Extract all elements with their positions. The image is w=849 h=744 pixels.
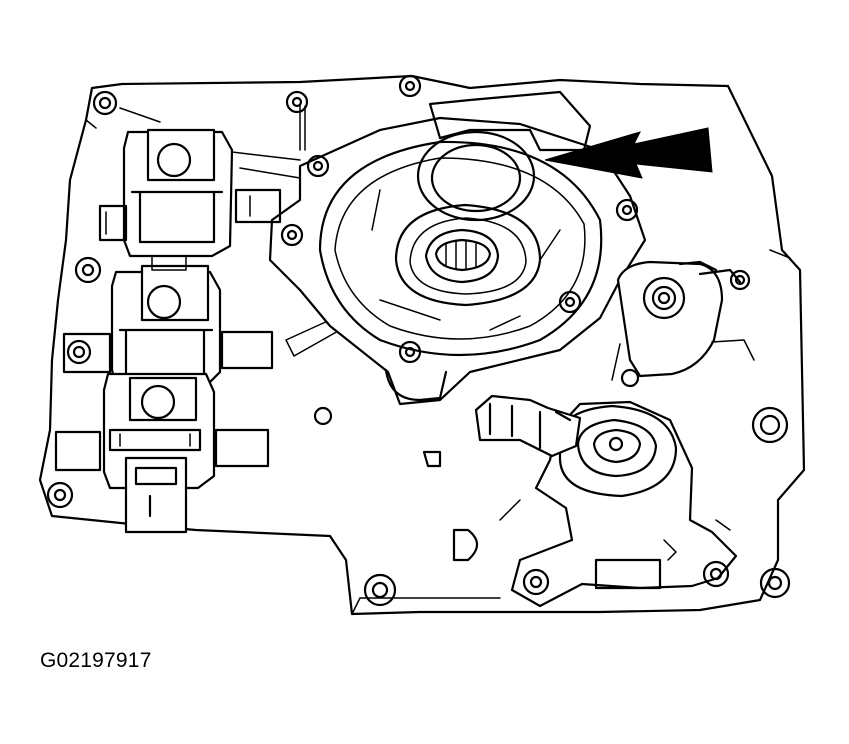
bolt-hole [363, 573, 397, 607]
bolt-hole [751, 406, 789, 444]
seal-ring [416, 130, 536, 222]
solenoid-lower [54, 372, 270, 534]
bolt-hole [92, 90, 118, 116]
solenoid-right [611, 260, 755, 388]
bolt-hole [66, 339, 92, 365]
arrow-icon [544, 127, 713, 179]
bolt-hole [313, 406, 333, 426]
bolt-hole [398, 74, 422, 98]
connector [474, 394, 582, 458]
pressure-solenoid [474, 394, 738, 608]
bolt-hole [74, 256, 102, 284]
d-shaped-port [452, 528, 479, 562]
figure-code: G02197917 [40, 649, 152, 672]
bolt-hole [46, 481, 74, 509]
bolt-hole [729, 269, 751, 291]
bolt-hole [759, 567, 791, 599]
solenoid-upper [98, 128, 282, 258]
bolt-hole [285, 90, 309, 114]
center-housing [268, 90, 647, 406]
